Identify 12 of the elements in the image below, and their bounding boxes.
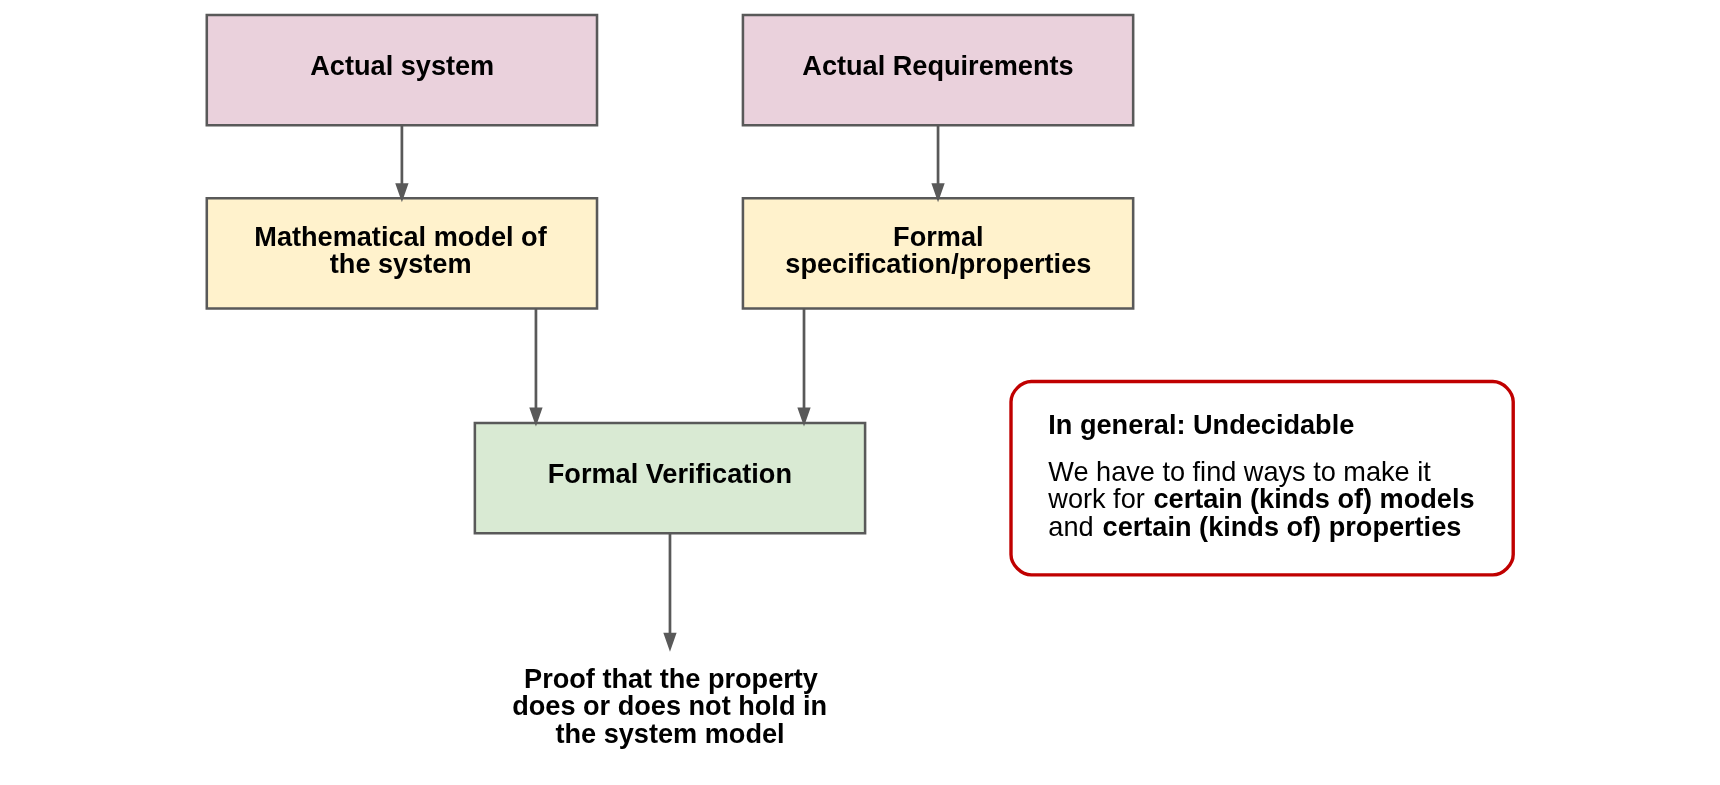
arrow: [529, 308, 543, 427]
arrow: [663, 533, 677, 652]
node-box: Mathematical model of the system: [205, 196, 599, 310]
node-box: Actual system: [205, 13, 599, 127]
node-box: Formal specification/properties: [741, 196, 1135, 310]
arrow: [395, 125, 409, 203]
node-box: Formal Verification: [473, 421, 867, 535]
node-text: Proof that the property does or does not hold in the system model: [512, 663, 828, 749]
node-box: In general: Undecidable We have to find ways to make it work for certain (kinds of) models and certain (kinds of) properties: [1009, 379, 1515, 577]
arrow: [797, 308, 811, 427]
node-box: Actual Requirements: [741, 13, 1135, 127]
arrow: [931, 125, 945, 203]
